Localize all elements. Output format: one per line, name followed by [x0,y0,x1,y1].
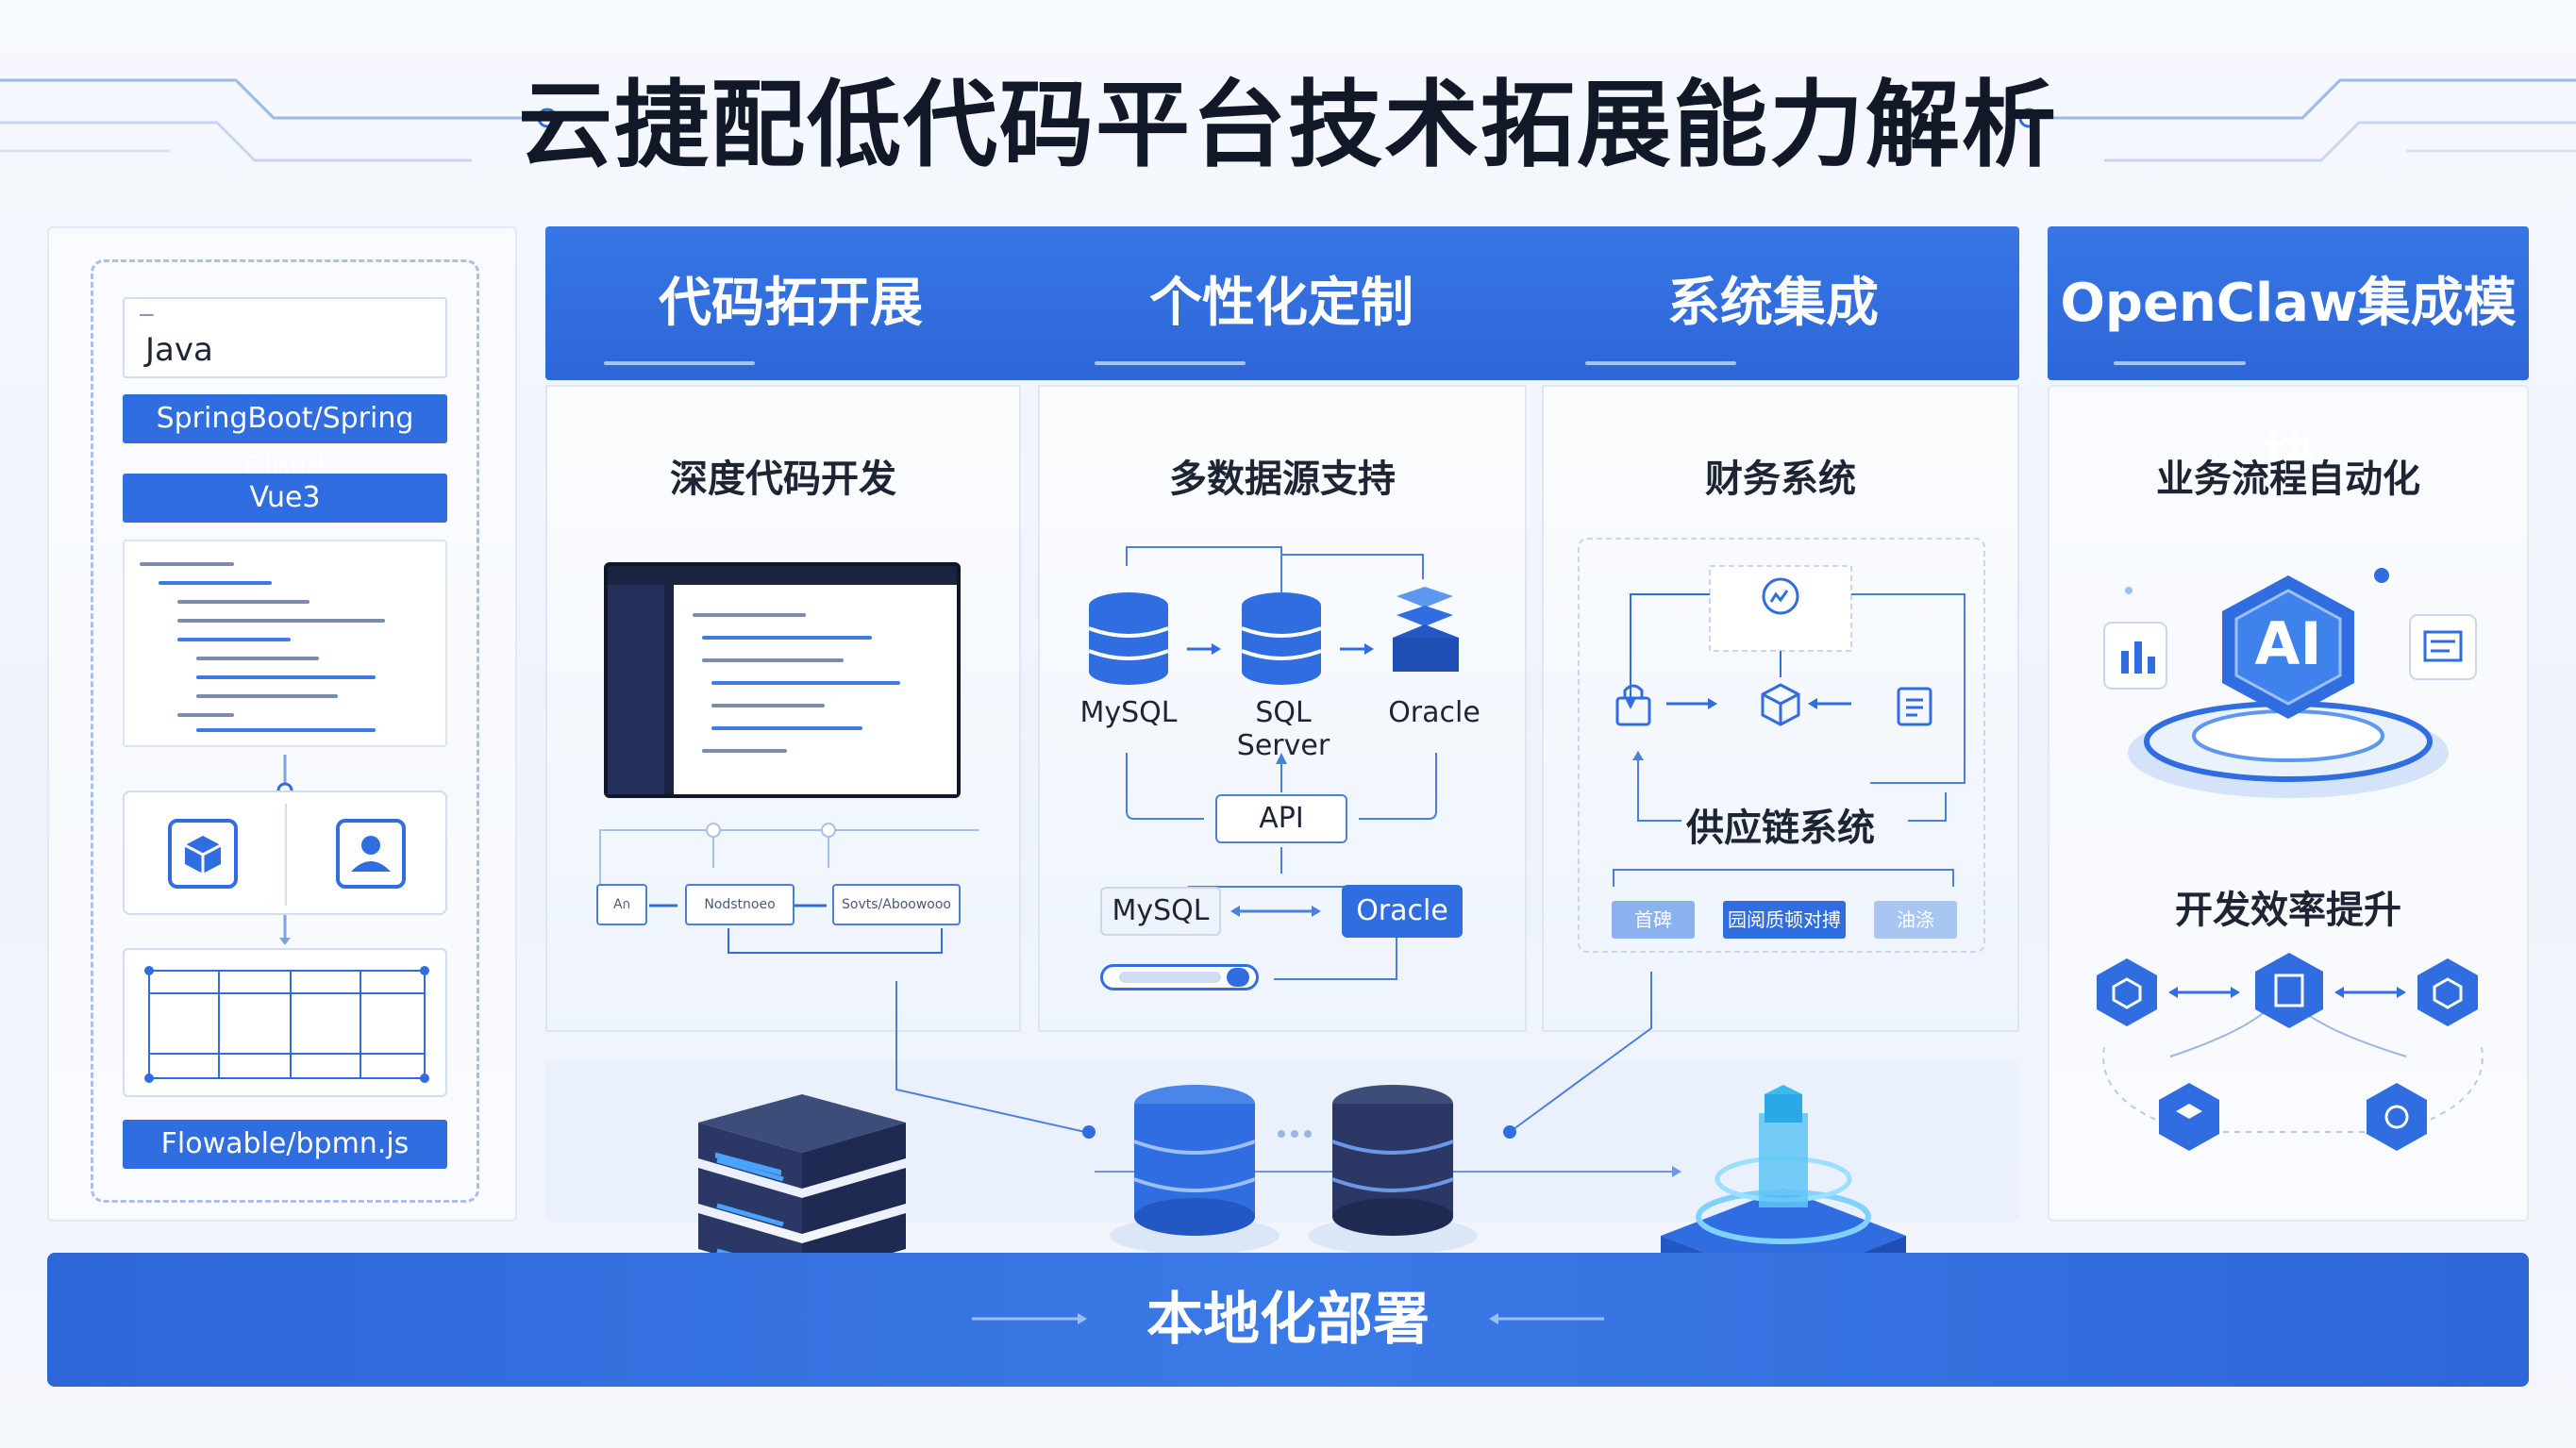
subtitle-finance: 财务系统 [1705,458,1856,501]
code-line [140,562,234,566]
code-line [196,675,376,679]
code-line [196,694,338,698]
code-flow-lines [599,823,979,954]
stack-connector-2 [279,915,291,945]
header-customization: 个性化定制 [1149,273,1413,334]
openclaw-panel [2048,385,2529,1222]
db-cylinder-navy [1331,1085,1454,1236]
code-line [711,726,862,730]
mysql-db-icon [1088,592,1169,685]
flow-node-start[interactable]: Aก [596,884,647,925]
code-line [196,657,319,660]
center-header-band [545,226,2019,380]
chart-cycle-icon [1762,577,1799,615]
vue3-button[interactable]: Vue3 [123,474,447,523]
code-line [177,600,309,604]
deploy-band [47,1253,2529,1387]
oracle-node[interactable]: Oracle [1342,885,1463,938]
db-label-mysql: MySQL [1079,696,1178,729]
code-line [177,638,291,641]
header-rule [1095,361,1246,365]
code-line [711,704,825,707]
code-line [702,636,872,640]
language-field-value: Java [145,331,213,369]
code-line [711,681,900,685]
finance-tag-3[interactable]: 油涤 [1874,901,1957,939]
finance-diagram-frame [1578,538,1985,953]
tech-stack-frame [91,259,479,1203]
flow-node-service[interactable]: Sovts/Aboowooo [832,884,961,925]
language-field[interactable]: ━━ Java [123,297,447,378]
springboot-button[interactable]: SpringBoot/Spring Cloud [123,394,447,484]
hex-node-1 [2097,958,2157,1026]
module-icon-pair [123,791,447,915]
code-line [177,619,385,623]
progress-fill [1119,972,1221,983]
cube-icon [1761,683,1800,726]
deploy-arrows [972,1313,1604,1324]
deploy-label: 本地化部署 [1146,1287,1430,1353]
efficiency-title: 开发效率提升 [2175,889,2401,932]
subtitle-deep-code: 深度代码开发 [670,458,896,501]
finance-tag-2[interactable]: 园阅质顿对搏 [1723,901,1846,939]
document-icon [1897,687,1932,726]
page-title: 云捷配低代码平台技术拓展能力解析 [518,70,2058,180]
code-line [693,613,806,617]
flowable-button[interactable]: Flowable/bpmn.js [123,1120,447,1169]
header-rule [1585,361,1736,365]
openclaw-header-band [2048,226,2529,380]
code-line [196,728,376,732]
efficiency-network [2097,953,2484,1151]
db-cylinders-icon [1110,1085,1478,1255]
title-decor-left [0,78,558,162]
supply-chain-label: 供应链系统 [1686,807,1875,850]
code-snippet-card [123,540,447,747]
db-icons [1088,546,1459,685]
db-label-oracle: Oracle [1388,696,1480,729]
finance-tag-1[interactable]: 首碑 [1612,901,1695,939]
lock-icon [1615,684,1651,726]
mysql-node[interactable]: MySQL [1100,887,1221,936]
code-line [159,581,272,585]
code-line [702,658,844,662]
ai-platform-graphic [2103,568,2477,798]
header-openclaw: OpenClaw集成模块 [2060,273,2517,488]
sqlserver-db-icon [1241,592,1322,685]
subtitle-automation: 业务流程自动化 [2156,458,2420,501]
cube-module-icon[interactable] [168,819,238,889]
editor-sidebar [608,585,664,794]
oracle-db-icon [1393,587,1459,672]
title-decor-right [2018,78,2576,162]
report-card-icon [2409,614,2477,680]
header-system-integration: 系统集成 [1667,273,1879,334]
api-node[interactable]: API [1215,794,1347,843]
user-module-icon[interactable] [336,819,406,889]
code-line [177,713,234,717]
workflow-grid-card [123,948,447,1097]
code-editor-screen [604,562,961,798]
finance-diagram [1615,565,1965,822]
bar-chart-card-icon [2103,622,2167,690]
hex-node-3 [2417,958,2478,1026]
subtitle-multi-datasource: 多数据源支持 [1169,458,1396,501]
flow-node-process[interactable]: Nodstnoeo [685,884,795,925]
tags-bracket [1613,869,1954,887]
ai-hex-icon [2222,575,2354,719]
header-rule [604,361,755,365]
db-cylinder-blue [1133,1085,1256,1236]
header-code-extension: 代码拓开展 [659,273,923,334]
code-line [702,749,787,753]
hex-node-4 [2159,1083,2219,1151]
progress-knob[interactable] [1227,968,1249,987]
db-label-sqlserver: SQL Server [1236,696,1330,762]
field-caption-mark: ━━ [140,308,154,322]
header-rule [2114,361,2246,365]
ai-label: AI [2254,609,2322,678]
hex-node-5 [2367,1083,2427,1151]
hex-node-2 [2255,953,2323,1028]
module-divider [285,804,287,906]
editor-body [674,585,957,794]
